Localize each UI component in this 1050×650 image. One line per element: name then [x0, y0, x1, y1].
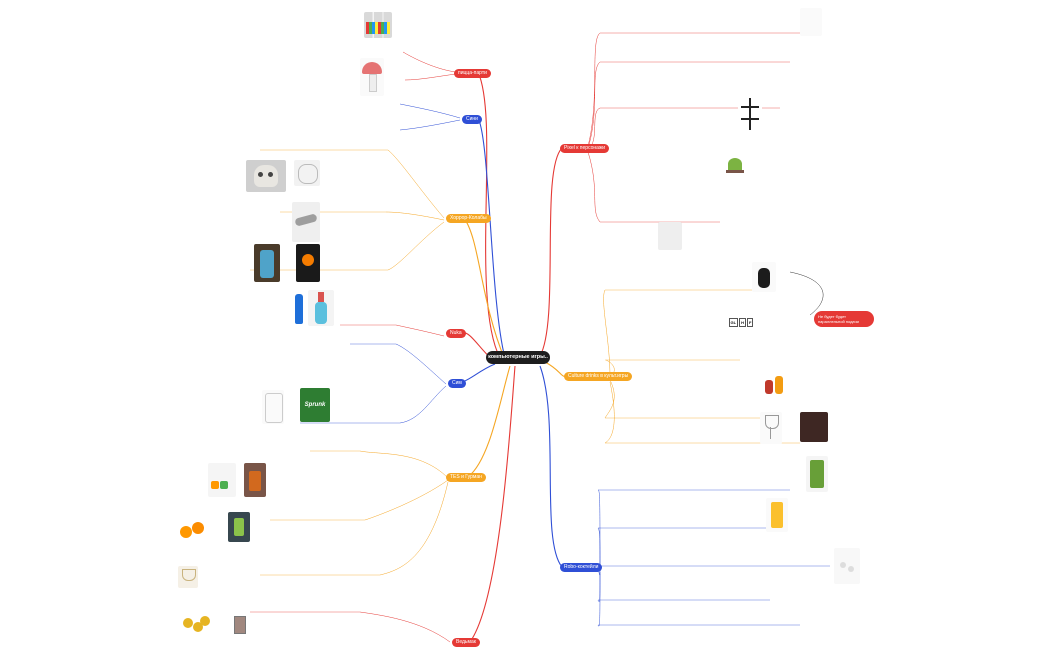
branch-idea[interactable]: Не будет будет параллельной подачи	[814, 311, 874, 327]
skull-mug-image	[246, 160, 286, 192]
glow-drink-image	[296, 244, 320, 282]
sub-connectors	[359, 32, 824, 643]
branch-pizza[interactable]: пицца-парти	[454, 69, 491, 78]
branch-horror[interactable]: Хоррор-Колабы	[446, 214, 491, 223]
connector-witcher	[469, 365, 516, 643]
bottle-top-image	[800, 8, 822, 36]
grenade-bottle-image	[752, 262, 776, 292]
branch-connectors	[461, 71, 567, 643]
dots-image	[834, 548, 860, 584]
branch-nuka[interactable]: Nuka	[446, 329, 466, 338]
blue-cocktail-image	[254, 244, 280, 282]
wine-glass-image	[760, 412, 782, 444]
can-image	[806, 456, 828, 492]
coins-image	[180, 612, 214, 638]
connector-culture	[544, 361, 567, 378]
branch-tes[interactable]: TES и Гурман	[446, 473, 486, 482]
cup-stand-image	[738, 96, 762, 132]
cocktail-yellow-image	[766, 498, 788, 532]
candy-jars-image	[364, 12, 392, 38]
flasks-image	[762, 372, 788, 398]
jelly-shots-image	[208, 463, 236, 497]
connector-sand	[477, 117, 506, 359]
key-label-2: H	[739, 317, 746, 327]
keys-image: GL H F	[726, 312, 756, 332]
key-label-1: GL	[728, 317, 739, 327]
branch-culture[interactable]: Culture drinks в культ.игры	[564, 372, 633, 381]
branch-robo[interactable]: Robo-коктейли	[560, 563, 603, 572]
connector-sims	[461, 363, 496, 383]
branch-sims[interactable]: Сим	[448, 379, 466, 388]
cloth-image	[292, 202, 320, 242]
branch-pixel[interactable]: Pixel к персонажи	[560, 144, 610, 153]
person-image	[800, 412, 828, 442]
mushroom-lamp-image	[360, 58, 384, 96]
central-topic[interactable]: компьютерные игры..	[486, 351, 550, 364]
branch-witcher[interactable]: Ведьмак	[452, 638, 480, 647]
herb-drink-image	[228, 512, 250, 542]
connector-pizza	[477, 71, 501, 359]
branch-sand[interactable]: Сини	[462, 115, 482, 124]
oranges-image	[178, 518, 210, 544]
copper-mug-image	[244, 463, 266, 497]
glass-jar-image	[262, 390, 284, 424]
skull-glass-image	[294, 160, 320, 186]
blue-bottle-image	[292, 290, 306, 326]
connector-pixel	[539, 147, 563, 357]
sprunk-logo-image: Sprunk	[300, 388, 330, 422]
key-label-3: F	[747, 317, 754, 327]
plant-image	[722, 150, 748, 178]
tea-glass-image	[230, 612, 248, 636]
connector-horror	[463, 217, 506, 361]
connector-tes	[467, 365, 511, 478]
goblet-image	[178, 566, 198, 588]
nuka-bottle-image	[308, 290, 334, 326]
connector-robo	[539, 365, 563, 568]
flask-set-image	[658, 222, 682, 250]
